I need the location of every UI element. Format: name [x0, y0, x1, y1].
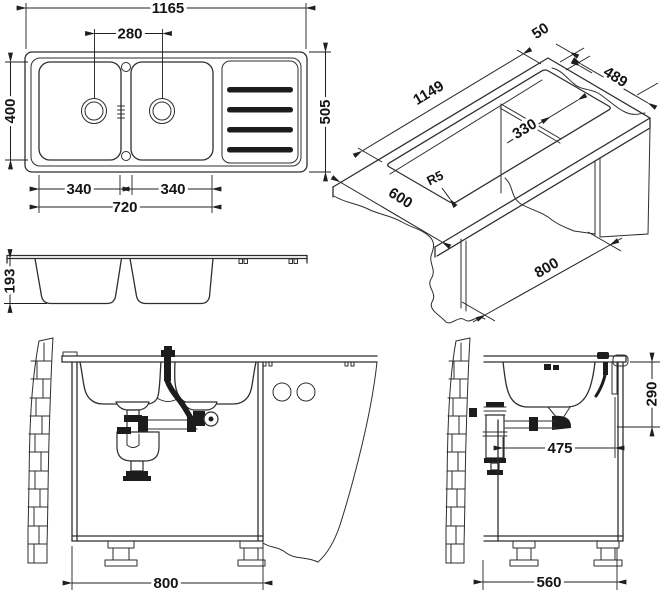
- dim-label-overall-width: 505: [317, 99, 334, 124]
- dim-worktop-depth: 600: [330, 175, 452, 249]
- trap-nut: [117, 427, 131, 434]
- knockout-hole-1: [272, 382, 292, 402]
- overflow-mark: [117, 105, 125, 119]
- dim-cabinet-width-iso: 800: [461, 231, 623, 323]
- front-view: 800: [27, 337, 378, 591]
- trap-outlet: [130, 460, 144, 472]
- dim-cabinet-depth: 560: [473, 548, 627, 591]
- dim-label-overall-length: 1165: [152, 0, 185, 17]
- bottle-trap: [482, 402, 508, 475]
- side-plumbing: [469, 402, 572, 475]
- profile-rim: [6, 254, 308, 264]
- dim-trap-offset: 475: [493, 397, 625, 460]
- plan-view: 1165 280 400 505 340 340 720: [0, 0, 337, 219]
- dim-drain-height: 290: [617, 352, 663, 437]
- left-strainer: [115, 401, 150, 411]
- elbow-cap-center: [208, 416, 214, 422]
- dim-cutout-length: 1149: [352, 47, 542, 163]
- side-tap: [594, 352, 609, 398]
- side-legs: [509, 540, 623, 567]
- dim-label-edge-gap: 50: [529, 20, 552, 43]
- wall-bracket: [469, 408, 477, 417]
- outlet-base: [123, 476, 151, 481]
- tap: [161, 346, 195, 424]
- side-bowl-section: [502, 361, 596, 408]
- knockout-hole-2: [296, 382, 316, 402]
- dim-label-worktop-depth: 600: [385, 184, 415, 212]
- profile-view: 193: [0, 249, 308, 313]
- isometric-view: 1149 50 489 330 R5 600: [330, 17, 659, 324]
- side-union-nut: [529, 417, 538, 431]
- profile-left-bowl: [34, 257, 123, 305]
- worktop-thickness: [332, 117, 651, 258]
- dim-label-bowl-depth: 193: [2, 268, 19, 293]
- right-strainer: [183, 401, 218, 411]
- outlet-flange: [126, 471, 148, 476]
- overflow-fitting: [544, 364, 559, 370]
- dim-label-trap-offset: 475: [547, 440, 572, 457]
- dim-label-left-bowl: 340: [66, 181, 91, 198]
- dim-label-bowls-span: 720: [112, 199, 137, 216]
- dim-label-cabinet-width-iso: 800: [532, 254, 562, 281]
- left-drain: [81, 98, 107, 124]
- pipe-union-left: [138, 416, 148, 432]
- dim-label-cutout-length: 1149: [410, 77, 447, 108]
- front-wall: [27, 337, 54, 564]
- dim-bowl-width: 400: [0, 52, 28, 170]
- dim-overall-width: 505: [309, 42, 337, 182]
- dim-label-cutout-width: 489: [600, 63, 630, 91]
- right-bowl: [130, 61, 214, 161]
- supply-hose: [164, 377, 195, 424]
- dim-label-corner-radius: R5: [424, 168, 446, 189]
- right-cabinet-panel: [594, 127, 651, 238]
- drainboard-ribs: [227, 87, 293, 153]
- trap-cup: [116, 431, 160, 462]
- dim-divider-offset: 330: [507, 92, 588, 146]
- edge-clip: [612, 354, 629, 367]
- dim-drain-spacing: 280: [85, 23, 172, 99]
- dim-bowl-depth: 193: [0, 249, 47, 313]
- side-wall: [445, 337, 471, 564]
- profile-right-bowl: [129, 257, 214, 305]
- side-view: 290 475 560: [445, 337, 663, 591]
- pipe-union-right: [187, 416, 196, 432]
- panel-clips: [262, 361, 355, 367]
- waste-elbow: [552, 415, 572, 430]
- dim-label-right-bowl: 340: [160, 181, 185, 198]
- tap-hole: [121, 62, 131, 72]
- front-worktop: [61, 351, 378, 363]
- dim-label-cabinet-depth: 560: [536, 574, 561, 591]
- side-apron: [611, 361, 618, 395]
- sink-cutout: [387, 69, 611, 204]
- right-drain: [149, 98, 175, 124]
- dim-bowl-lengths: 340 340 720: [29, 175, 222, 219]
- dim-label-drain-height: 290: [644, 381, 661, 406]
- left-cabinet-panel: [460, 238, 467, 312]
- break-lines: [333, 67, 646, 324]
- dim-label-cabinet-width-front: 800: [153, 575, 178, 591]
- front-hole: [121, 151, 131, 161]
- front-plumbing: [115, 346, 219, 481]
- front-cabinet: [71, 361, 264, 542]
- dim-cabinet-width-front: 800: [62, 546, 273, 591]
- worktop-top: [332, 57, 651, 248]
- side-supply-hose: [594, 373, 607, 398]
- dim-label-bowl-width: 400: [2, 98, 19, 123]
- dim-overall-length: 1165: [16, 0, 316, 49]
- drainboard: [221, 60, 299, 164]
- sink-outline: [24, 51, 308, 173]
- sink-rim: [30, 57, 302, 167]
- dim-label-drain-spacing: 280: [117, 26, 142, 43]
- left-bowl: [38, 61, 122, 161]
- side-return-panel: [262, 361, 378, 563]
- fixing-clips: [238, 258, 298, 264]
- left-union-nut: [124, 415, 142, 422]
- front-legs: [104, 540, 266, 567]
